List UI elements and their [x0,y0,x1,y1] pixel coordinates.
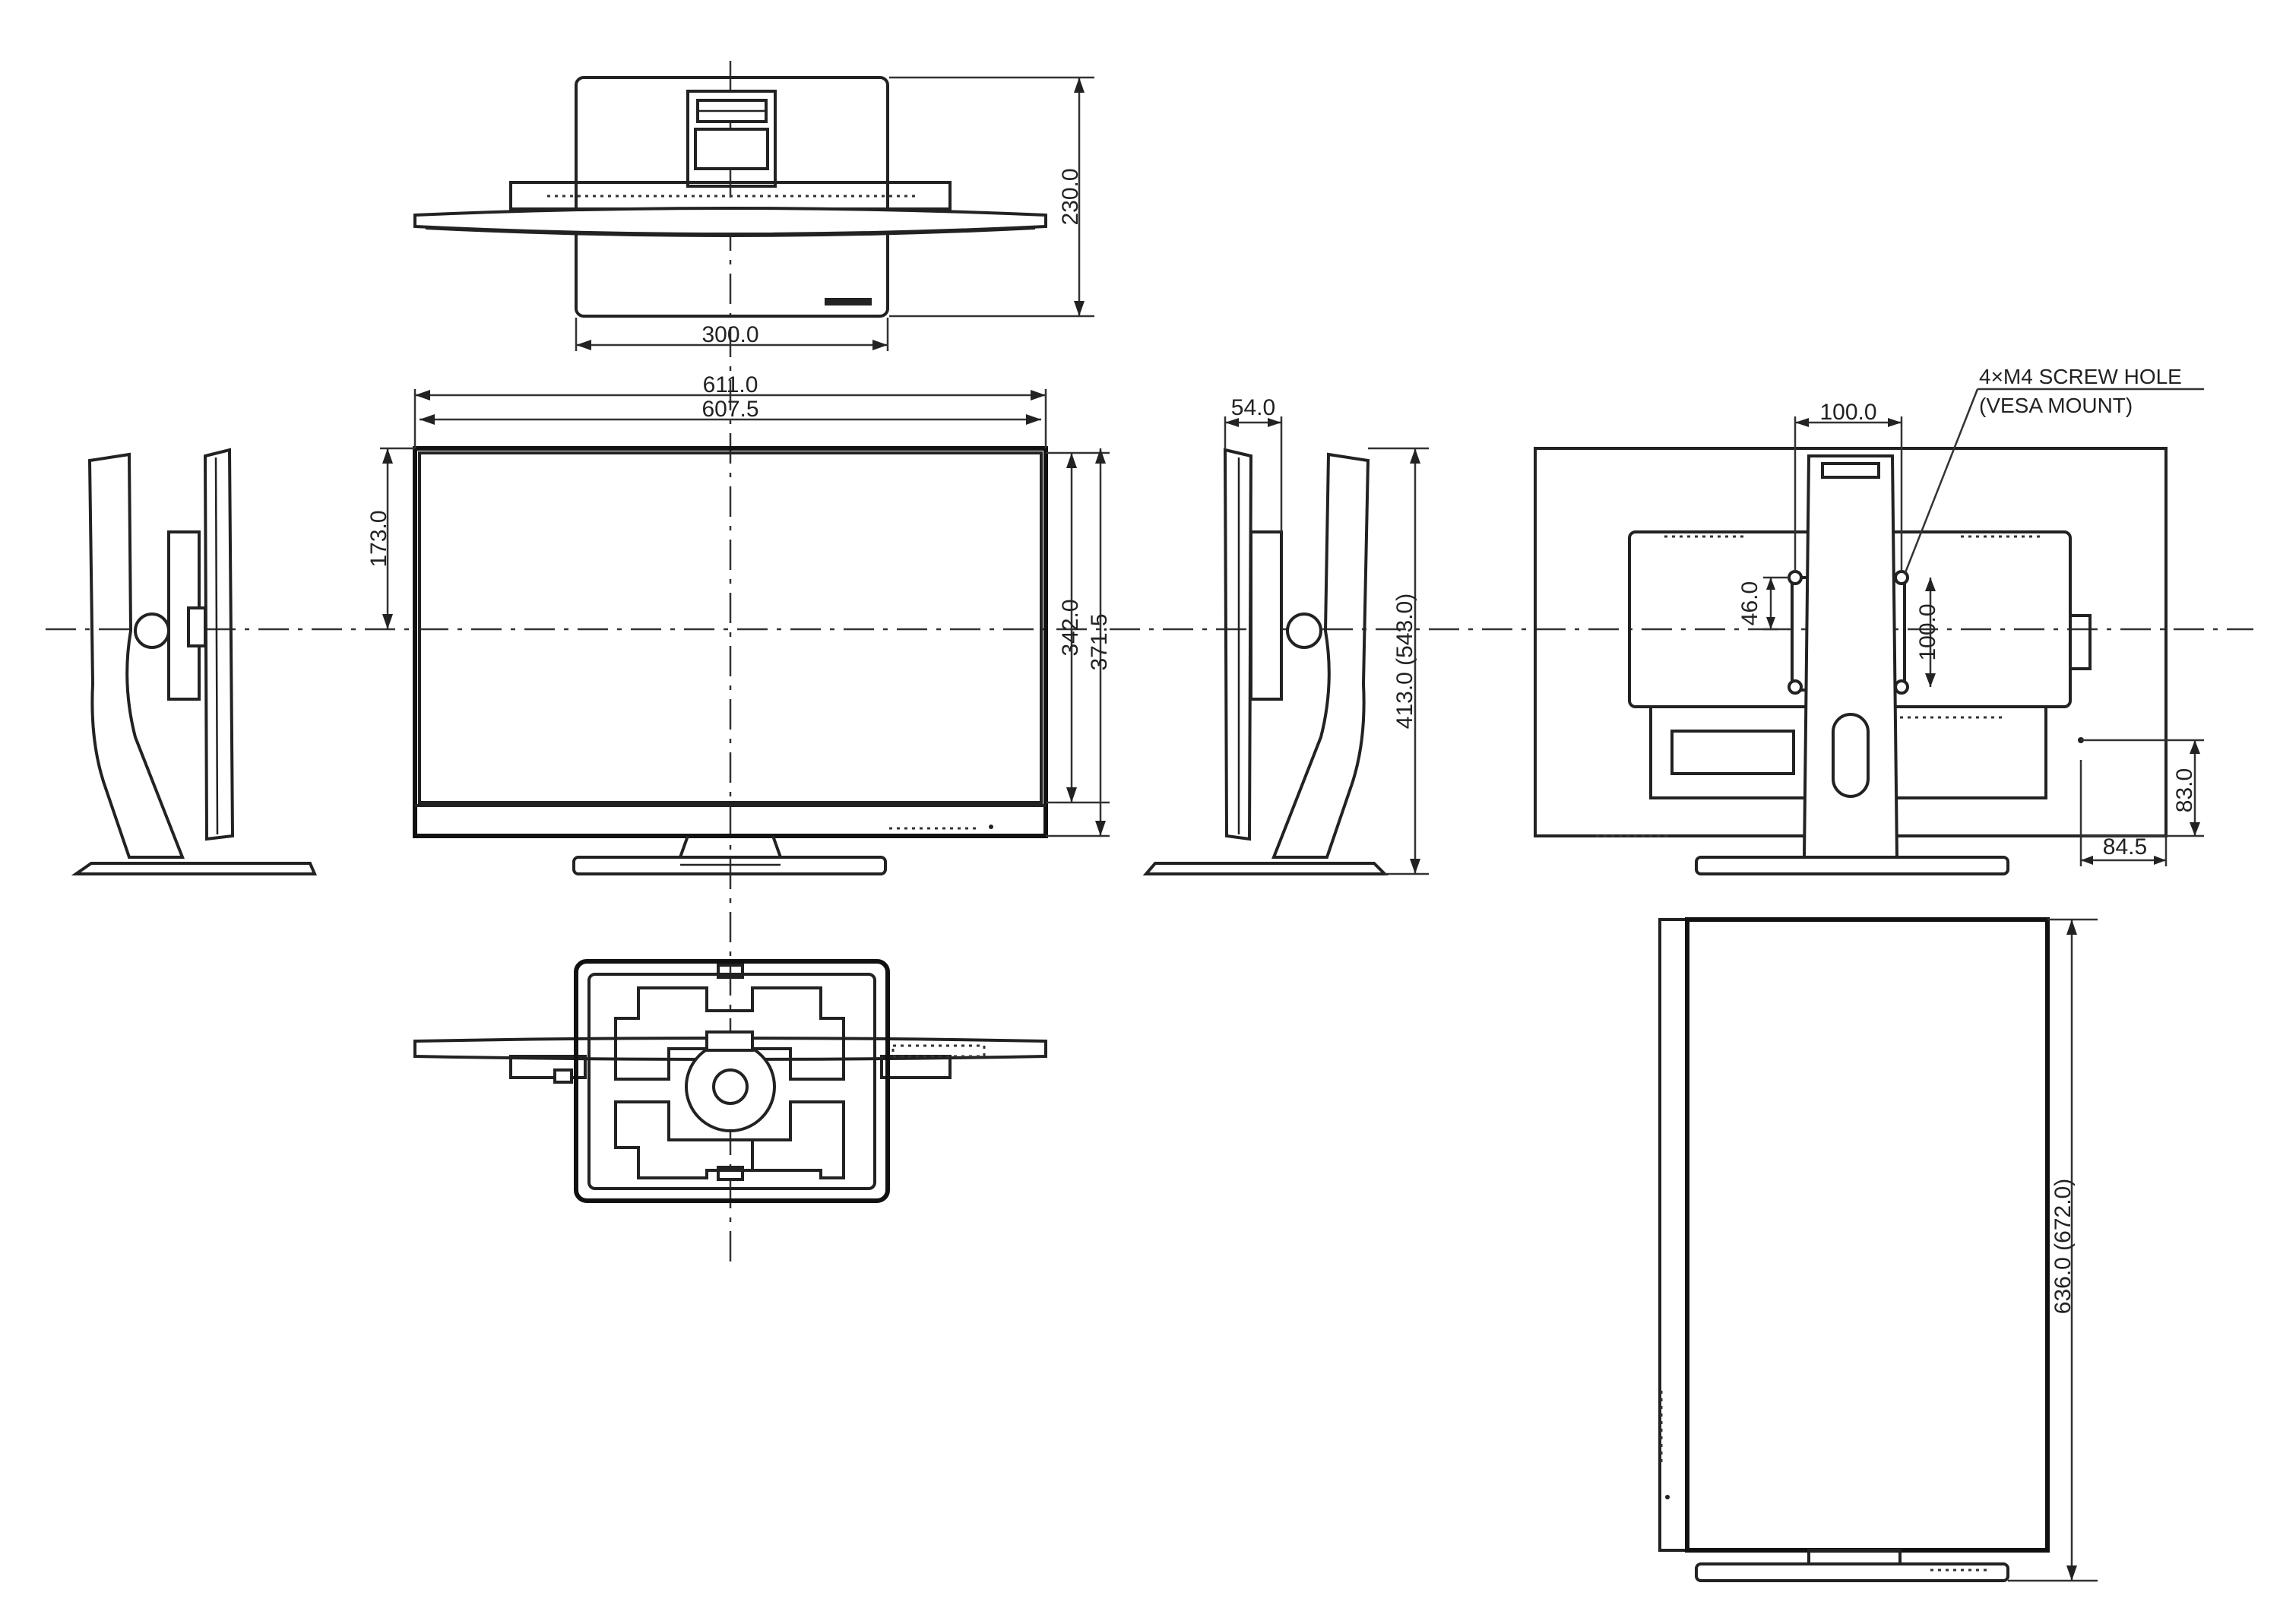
dim-center-173: 173.0 [366,447,415,629]
pivot-view: 636.0 (672.0) [1658,917,2098,1582]
bottom-view [413,959,1047,1203]
dim-panel-width-607: 607.5 [420,397,1041,425]
dim-label-port-height: 83.0 [2172,768,2197,812]
dim-label-panel-width: 607.5 [701,397,758,422]
center-lines [46,61,2253,1265]
dim-label-overall-panel-height: 371.5 [1087,613,1112,670]
dim-total-height-413: 413.0 (543.0) [1368,447,1429,875]
right-side-view: 54.0 413.0 (543.0) [1142,395,1429,875]
rear-view: 100.0 100.0 46.0 4×M4 SCREW HOLE (VESA M… [1534,365,2204,875]
dim-vesa-vertical-100: 100.0 [1915,578,1940,687]
note-screw-hole: 4×M4 SCREW HOLE [1979,365,2182,388]
dim-depth-54: 54.0 [1224,395,1283,532]
dim-label-vesa-offset: 46.0 [1737,581,1762,625]
dim-label-overall-width: 611.0 [703,372,758,397]
dim-depth-230: 230.0 [889,76,1094,318]
dim-label-depth: 54.0 [1231,395,1275,420]
screw-hole-callout: 4×M4 SCREW HOLE (VESA MOUNT) [1903,365,2204,575]
dim-vesa-horizontal-100: 100.0 [1794,400,1903,571]
dim-base-300: 300.0 [575,318,889,351]
dim-label-center-height: 173.0 [366,510,391,567]
dim-overall-panel-height-371: 371.5 [1046,448,1112,837]
dim-label-pivot-height: 636.0 (672.0) [2050,1179,2076,1314]
dim-label-panel-height: 342.0 [1058,599,1083,656]
dim-port-offset-84: 84.5 [2079,760,2168,866]
dim-label-base-width: 300.0 [701,322,758,347]
dim-label-top-depth: 230.0 [1058,168,1083,225]
dim-label-port-offset: 84.5 [2103,834,2147,859]
left-side-view [71,448,318,875]
dim-pivot-height-636: 636.0 (672.0) [2008,918,2098,1582]
dim-vesa-offset-46: 46.0 [1737,576,1789,631]
dim-label-vesa-vertical: 100.0 [1915,603,1940,660]
dim-label-total-height: 413.0 (543.0) [1392,594,1417,729]
dim-port-height-83: 83.0 [2078,737,2204,837]
dim-overall-width-611: 611.0 [413,372,1047,448]
dim-label-vesa-horizontal: 100.0 [1819,400,1876,425]
note-vesa-mount: (VESA MOUNT) [1979,394,2133,417]
top-view: 230.0 300.0 [413,76,1094,351]
front-view: 611.0 607.5 173.0 342.0 [366,372,1112,875]
dim-panel-height-342: 342.0 [1046,451,1110,804]
